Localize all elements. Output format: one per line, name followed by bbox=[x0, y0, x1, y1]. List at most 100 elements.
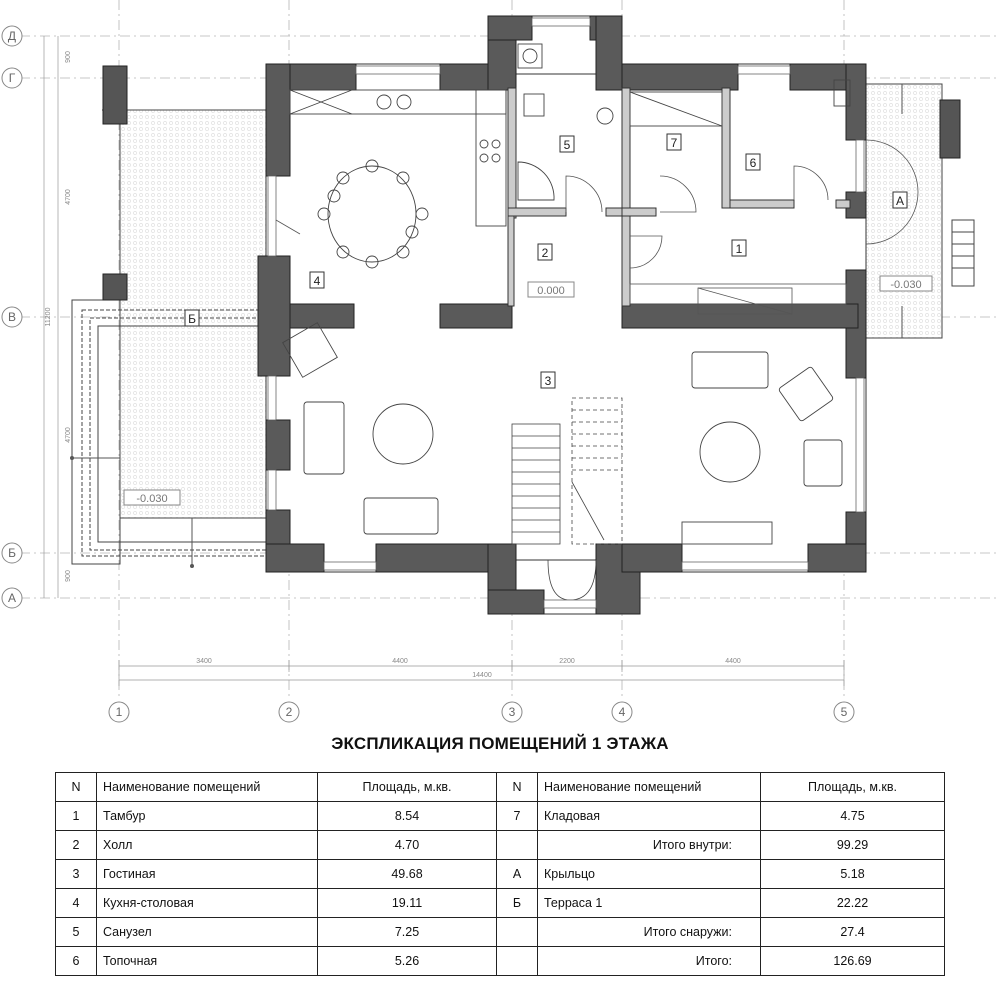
axis-marker-2: 2 bbox=[278, 701, 300, 723]
header-area-right: Площадь, м.кв. bbox=[760, 772, 945, 802]
room-label-7: 7 bbox=[666, 133, 682, 151]
axis-marker-a: А bbox=[1, 587, 23, 609]
cell-n bbox=[496, 830, 538, 860]
dim-left-900-top: 900 bbox=[65, 51, 72, 63]
svg-text:2: 2 bbox=[542, 246, 549, 260]
cell-area: 7.25 bbox=[317, 917, 497, 947]
level-mark-hall: 0.000 bbox=[527, 281, 575, 298]
cell-subtotal-label: Итого внутри: bbox=[537, 830, 761, 860]
cell-n: 2 bbox=[55, 830, 97, 860]
cell-name: Кухня-столовая bbox=[96, 888, 318, 918]
cell-area: 4.70 bbox=[317, 830, 497, 860]
header-name-left: Наименование помещений bbox=[96, 772, 318, 802]
axis-markers-horizontal: Д Г В Б А bbox=[1, 25, 23, 609]
cell-area: 5.18 bbox=[760, 859, 945, 889]
svg-text:Г: Г bbox=[9, 71, 16, 85]
svg-text:5: 5 bbox=[564, 138, 571, 152]
dim-4400-b: 4400 bbox=[725, 658, 741, 665]
living-room-furniture bbox=[282, 322, 843, 545]
cell-area: 5.26 bbox=[317, 946, 497, 976]
cell-n: 1 bbox=[55, 801, 97, 831]
room-label-3: 3 bbox=[540, 371, 556, 389]
svg-text:3: 3 bbox=[545, 374, 552, 388]
porch-area bbox=[865, 83, 975, 339]
axis-marker-1: 1 bbox=[108, 701, 130, 723]
level-mark-terrace: -0.030 bbox=[123, 489, 181, 506]
cell-area: 49.68 bbox=[317, 859, 497, 889]
cell-area: 8.54 bbox=[317, 801, 497, 831]
room-label-1: 1 bbox=[731, 239, 747, 257]
axis-markers-vertical: 1 2 3 4 5 bbox=[108, 701, 855, 723]
svg-text:А: А bbox=[8, 591, 16, 605]
axis-marker-d: Д bbox=[1, 25, 23, 47]
cell-n: А bbox=[496, 859, 538, 889]
room-label-4: 4 bbox=[309, 271, 325, 289]
cell-area: 19.11 bbox=[317, 888, 497, 918]
cell-name: Холл bbox=[96, 830, 318, 860]
cell-name: Санузел bbox=[96, 917, 318, 947]
dim-4400-a: 4400 bbox=[392, 658, 408, 665]
doors bbox=[275, 139, 919, 315]
dim-left-total-11200: 11200 bbox=[45, 307, 52, 326]
bathroom-fixtures bbox=[517, 43, 851, 201]
axis-marker-4: 4 bbox=[611, 701, 633, 723]
axis-marker-5: 5 bbox=[833, 701, 855, 723]
axis-marker-v: В bbox=[1, 306, 23, 328]
windows bbox=[267, 17, 865, 609]
cell-n: 6 bbox=[55, 946, 97, 976]
cell-area: 22.22 bbox=[760, 888, 945, 918]
room-label-b: Б bbox=[184, 309, 200, 327]
cell-name: Кладовая bbox=[537, 801, 761, 831]
cell-name: Топочная bbox=[96, 946, 318, 976]
svg-text:2: 2 bbox=[286, 705, 293, 719]
dim-left-4700-bottom: 4700 bbox=[65, 427, 72, 443]
svg-text:0.000: 0.000 bbox=[537, 285, 565, 297]
cell-area: 126.69 bbox=[760, 946, 945, 976]
kitchen-fixtures bbox=[289, 89, 507, 269]
cell-name: Тамбур bbox=[96, 801, 318, 831]
table-header-row: N Наименование помещений Площадь, м.кв. … bbox=[55, 772, 945, 802]
table-row: 3 Гостиная 49.68 А Крыльцо 5.18 bbox=[55, 859, 945, 889]
dim-3400: 3400 bbox=[196, 658, 212, 665]
svg-text:7: 7 bbox=[671, 136, 678, 150]
room-label-6: 6 bbox=[745, 153, 761, 171]
svg-text:5: 5 bbox=[841, 705, 848, 719]
room-label-2: 2 bbox=[537, 243, 553, 261]
staircase bbox=[511, 397, 623, 601]
dim-2200: 2200 bbox=[559, 658, 575, 665]
svg-text:Б: Б bbox=[8, 546, 16, 560]
svg-text:-0.030: -0.030 bbox=[136, 493, 167, 505]
level-marks: 0.000 -0.030 -0.030 bbox=[123, 275, 933, 506]
cell-n: 7 bbox=[496, 801, 538, 831]
header-n-left: N bbox=[55, 772, 97, 802]
axis-marker-g: Г bbox=[1, 67, 23, 89]
explication-title: ЭКСПЛИКАЦИЯ ПОМЕЩЕНИЙ 1 ЭТАЖА bbox=[331, 734, 669, 753]
dim-left-900-bottom: 900 bbox=[65, 570, 72, 582]
explication-table: N Наименование помещений Площадь, м.кв. … bbox=[55, 772, 945, 976]
room-label-a: А bbox=[892, 191, 908, 209]
table-row: 6 Топочная 5.26 Итого: 126.69 bbox=[55, 946, 945, 976]
dimension-chain-bottom bbox=[118, 660, 845, 686]
cell-n: 5 bbox=[55, 917, 97, 947]
header-n-right: N bbox=[496, 772, 538, 802]
cell-subtotal-label: Итого снаружи: bbox=[537, 917, 761, 947]
table-row: 1 Тамбур 8.54 7 Кладовая 4.75 bbox=[55, 801, 945, 831]
table-row: 2 Холл 4.70 Итого внутри: 99.29 bbox=[55, 830, 945, 860]
svg-text:6: 6 bbox=[750, 156, 757, 170]
dimension-chain-left bbox=[43, 36, 59, 598]
header-area-left: Площадь, м.кв. bbox=[317, 772, 497, 802]
cell-n bbox=[496, 946, 538, 976]
cell-total-label: Итого: bbox=[537, 946, 761, 976]
cell-area: 27.4 bbox=[760, 917, 945, 947]
table-row: 5 Санузел 7.25 Итого снаружи: 27.4 bbox=[55, 917, 945, 947]
svg-text:4: 4 bbox=[314, 274, 321, 288]
table-row: 4 Кухня-столовая 19.11 Б Терраса 1 22.22 bbox=[55, 888, 945, 918]
level-mark-porch: -0.030 bbox=[879, 275, 933, 292]
dim-left-4700-top: 4700 bbox=[65, 189, 72, 205]
cell-n: 4 bbox=[55, 888, 97, 918]
svg-text:-0.030: -0.030 bbox=[890, 279, 921, 291]
svg-text:1: 1 bbox=[116, 705, 123, 719]
svg-text:А: А bbox=[896, 194, 904, 208]
cell-n bbox=[496, 917, 538, 947]
partitions bbox=[507, 87, 851, 307]
